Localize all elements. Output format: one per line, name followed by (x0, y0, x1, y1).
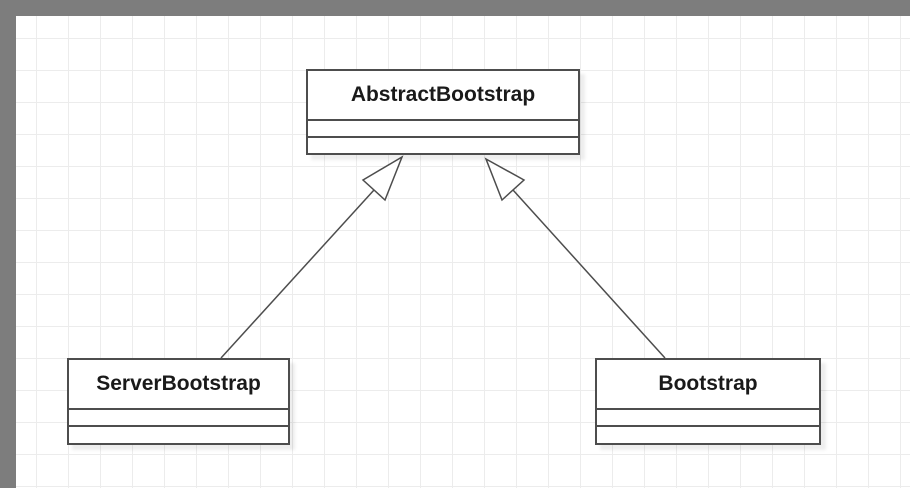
class-box-abstractbootstrap[interactable]: AbstractBootstrap (306, 69, 580, 155)
attributes-compartment (597, 408, 819, 425)
generalization-bootstrap-to-abstractbootstrap[interactable] (484, 157, 666, 359)
methods-compartment (69, 425, 288, 443)
methods-compartment (597, 425, 819, 443)
generalization-line[interactable] (220, 189, 375, 359)
class-name-label: ServerBootstrap (96, 372, 261, 395)
class-name-label: Bootstrap (658, 372, 758, 395)
attributes-compartment (308, 119, 578, 136)
class-box-serverbootstrap[interactable]: ServerBootstrap (67, 358, 290, 445)
hollow-triangle-arrowhead (361, 155, 404, 202)
generalization-serverbootstrap-to-abstractbootstrap[interactable] (220, 155, 404, 359)
attributes-compartment (69, 408, 288, 425)
generalization-line[interactable] (512, 189, 666, 359)
hollow-triangle-arrowhead (484, 157, 526, 202)
diagram-canvas[interactable]: AbstractBootstrap ServerBootstrap Bootst… (16, 16, 910, 488)
class-box-bootstrap[interactable]: Bootstrap (595, 358, 821, 445)
methods-compartment (308, 136, 578, 153)
class-name-label: AbstractBootstrap (350, 83, 536, 106)
